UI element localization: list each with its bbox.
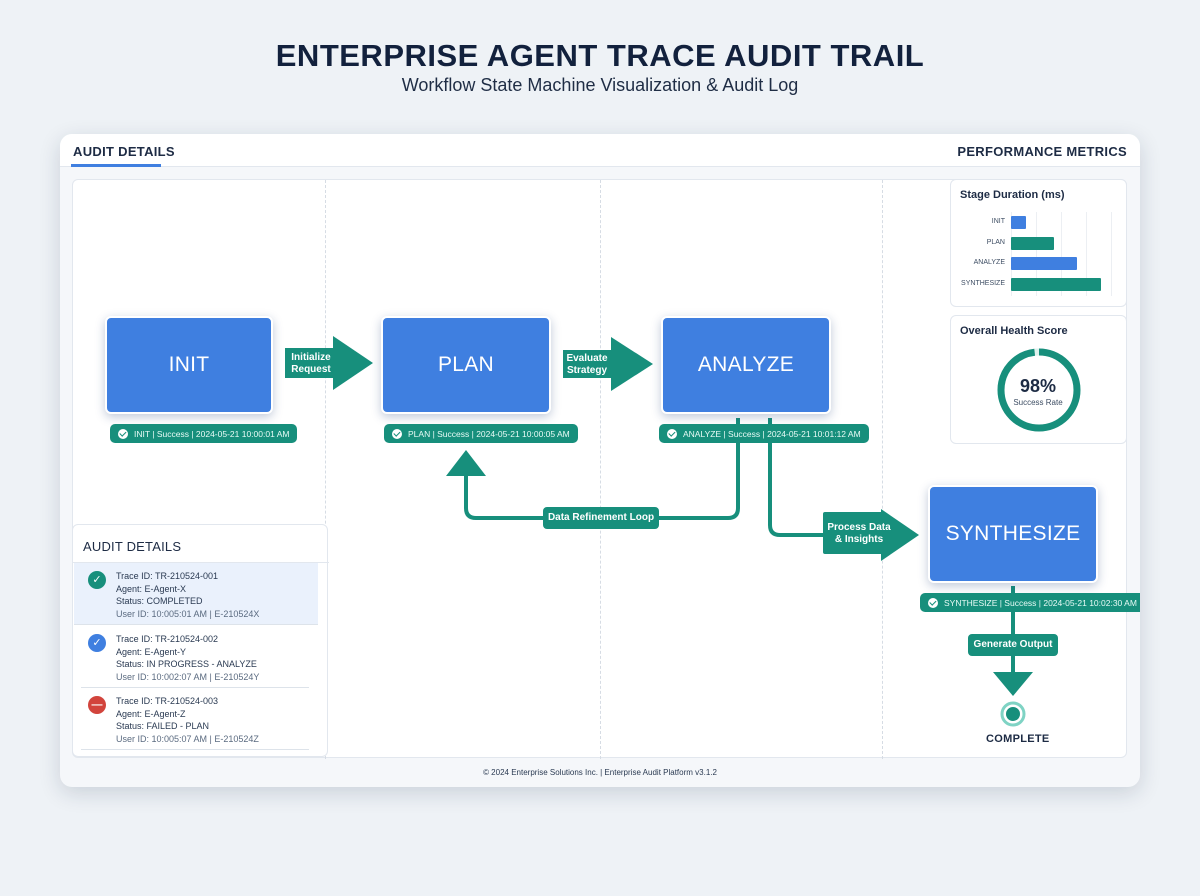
transition-label-analyze-synth: Process Data& Insights: [827, 522, 891, 545]
chart-gridline: [1011, 212, 1012, 296]
chart-bar: [1011, 257, 1077, 270]
chart-gridline: [1061, 212, 1062, 296]
status-pill-plan-text: PLAN | Success | 2024-05-21 10:00:05 AM: [408, 428, 570, 439]
check-icon: [928, 597, 938, 608]
chart-bar: [1011, 236, 1054, 250]
stage-analyze[interactable]: ANALYZE: [661, 316, 831, 414]
health-score-card: Overall Health Score 98% Success Rate: [950, 315, 1127, 444]
chart-category-label: SYNTHESIZE: [961, 279, 1005, 287]
chart-category-label: INIT: [991, 218, 1005, 225]
lane-divider: [882, 180, 883, 759]
check-icon: [392, 428, 402, 439]
status-pill-analyze-text: ANALYZE | Success | 2024-05-21 10:01:12 …: [683, 428, 861, 439]
stage-init-label: INIT: [168, 353, 210, 376]
active-tab-indicator: [71, 164, 161, 167]
audit-item-text: Trace ID: TR-210524-002 Agent: E-Agent-Y…: [116, 634, 260, 682]
stage-synthesize-label: SYNTHESIZE: [945, 522, 1081, 545]
status-pill-analyze: ANALYZE | Success | 2024-05-21 10:01:12 …: [659, 424, 869, 443]
synth-connector: [768, 418, 873, 537]
lane-divider: [325, 180, 326, 759]
complete-node: [1006, 707, 1020, 721]
synth-label-bg: [823, 512, 883, 554]
stage-plan-label: PLAN: [437, 353, 495, 376]
chart-gridline: [1036, 212, 1037, 296]
audit-item-text: Trace ID: TR-210524-001 Agent: E-Agent-X…: [116, 571, 260, 619]
synth-arrowhead: [881, 509, 919, 561]
footer: © 2024 Enterprise Solutions Inc. | Enter…: [483, 768, 717, 777]
check-icon: [667, 428, 677, 439]
chart-gridline: [1086, 212, 1087, 296]
health-score-title: Overall Health Score: [960, 325, 1068, 337]
audit-list-item[interactable]: ✓ Trace ID: TR-210524-002 Agent: E-Agent…: [81, 626, 309, 688]
gauge-fill: [997, 348, 1081, 432]
chart-category-label: PLAN: [986, 238, 1005, 246]
transition-label-output: Generate Output: [968, 634, 1058, 656]
stage-init[interactable]: INIT: [105, 316, 273, 414]
chart-bar: [1011, 277, 1101, 291]
health-score-value: 98%: [1019, 376, 1057, 396]
status-pill-synthesize-text: SYNTHESIZE | Success | 2024-05-21 10:02:…: [944, 597, 1137, 608]
complete-state-label: COMPLETE: [986, 733, 1050, 745]
loop-arrowhead: [446, 450, 486, 476]
stage-duration-card: Stage Duration (ms) INIT PLAN ANALYZE SYNTH…: [950, 179, 1127, 307]
tab-performance-metrics[interactable]: PERFORMANCE METRICS: [957, 144, 1127, 159]
status-pill-plan: PLAN | Success | 2024-05-21 10:00:05 AM: [384, 424, 578, 443]
lane-divider: [600, 180, 601, 759]
audit-item-text: Trace ID: TR-210524-003 Agent: E-Agent-Z…: [116, 696, 259, 744]
page-title: ENTERPRISE AGENT TRACE AUDIT TRAIL: [275, 38, 925, 73]
stage-duration-title: Stage Duration (ms): [960, 189, 1065, 201]
audit-list-item[interactable]: ✓ Trace ID: TR-210524-001 Agent: E-Agent…: [74, 563, 318, 625]
stage-plan[interactable]: PLAN: [381, 316, 551, 414]
status-pill-init-text: INIT | Success | 2024-05-21 10:00:01 AM: [134, 428, 290, 439]
output-arrowhead: [993, 672, 1033, 696]
check-icon: ✓: [88, 634, 106, 652]
status-pill-init: INIT | Success | 2024-05-21 10:00:01 AM: [110, 424, 298, 443]
chart-gridline: [1111, 212, 1112, 296]
arrow-plan-analyze: [563, 337, 653, 391]
health-gauge: [997, 348, 1081, 432]
check-icon: ✓: [88, 571, 106, 589]
page-subtitle: Workflow State Machine Visualization & A…: [401, 75, 799, 95]
transition-label-loop: Data Refinement Loop: [543, 507, 659, 529]
stage-analyze-label: ANALYZE: [697, 353, 795, 376]
health-score-label: Success Rate: [1013, 398, 1063, 407]
main-card: AUDIT DETAILS PERFORMANCE METRICS: [60, 134, 1140, 787]
divider: [73, 562, 329, 563]
card-tab-bar: AUDIT DETAILS PERFORMANCE METRICS: [60, 134, 1140, 167]
arrow-init-plan: [285, 336, 373, 390]
check-icon: [118, 428, 128, 439]
tab-audit-details[interactable]: AUDIT DETAILS: [73, 144, 175, 159]
chart-bar: [1011, 216, 1026, 229]
audit-panel-title: AUDIT DETAILS: [83, 539, 182, 554]
minus-icon: —: [88, 696, 106, 714]
audit-list-item[interactable]: — Trace ID: TR-210524-003 Agent: E-Agent…: [81, 688, 309, 750]
chart-category-label: ANALYZE: [973, 259, 1005, 266]
status-pill-synthesize: SYNTHESIZE | Success | 2024-05-21 10:02:…: [920, 593, 1140, 612]
audit-details-panel: AUDIT DETAILS ✓ Trace ID: TR-210524-001 …: [72, 524, 329, 757]
stage-synthesize[interactable]: SYNTHESIZE: [928, 485, 1098, 583]
